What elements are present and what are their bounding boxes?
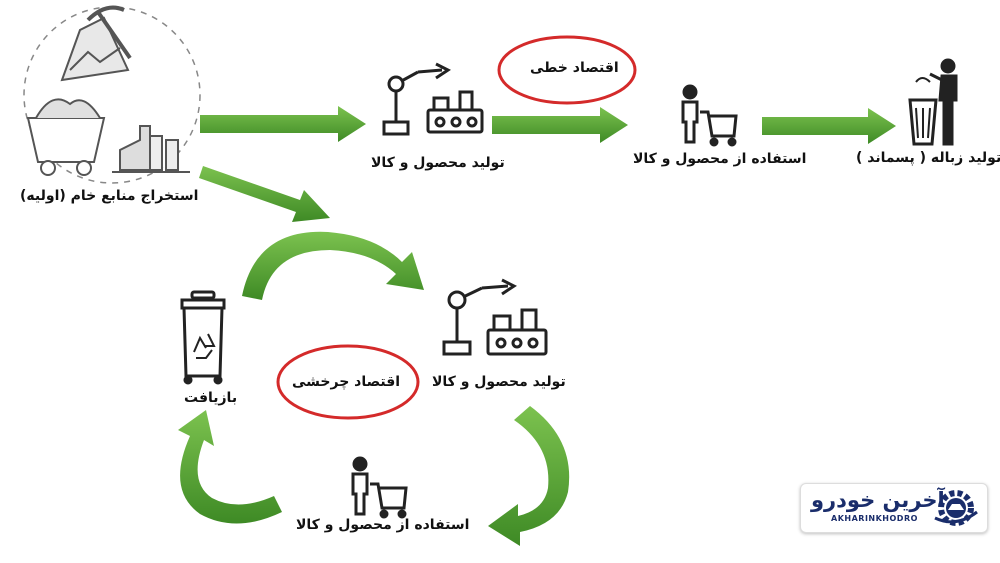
production-robot-icon <box>382 62 484 136</box>
extraction-label: استخراج منابع خام (اولیه) <box>20 188 199 204</box>
consumer-cart-icon <box>681 84 738 147</box>
recycle-bin-icon <box>180 290 226 385</box>
logo-english-text: AKHARINKHODRO <box>831 514 918 523</box>
circular-economy-oval <box>276 344 420 420</box>
waste-bin-icon <box>908 58 958 146</box>
circular-production-label: تولید محصول و کالا <box>432 374 566 390</box>
arrow-production-to-usage-loop <box>488 406 570 546</box>
circular-economy-label: اقتصاد چرخشی <box>292 374 401 390</box>
arrow-extraction-to-production <box>200 106 366 142</box>
arrow-recycle-to-production <box>242 231 424 300</box>
logo-persian-text: آخرین خودرو <box>811 488 945 512</box>
raw-resources-icon <box>23 5 201 184</box>
linear-production-label: تولید محصول و کالا <box>371 155 505 171</box>
arrow-usage-to-waste <box>762 108 896 144</box>
linear-economy-label: اقتصاد خطی <box>530 60 619 76</box>
production-robot-icon-circular <box>442 278 548 356</box>
consumer-cart-icon-circular <box>351 456 408 519</box>
recycle-label: بازیافت <box>184 390 238 406</box>
waste-label: تولید زباله ( پسماند ) <box>856 150 1000 166</box>
arrow-extraction-to-circular <box>199 166 330 222</box>
gear-car-icon <box>934 490 978 526</box>
linear-economy-oval <box>497 35 637 105</box>
arrow-production-to-usage <box>492 107 628 143</box>
brand-logo: آخرین خودرو AKHARINKHODRO <box>800 483 988 533</box>
circular-usage-label: استفاده از محصول و کالا <box>296 517 470 533</box>
linear-usage-label: استفاده از محصول و کالا <box>633 151 807 167</box>
arrow-usage-to-recycle <box>178 410 282 524</box>
